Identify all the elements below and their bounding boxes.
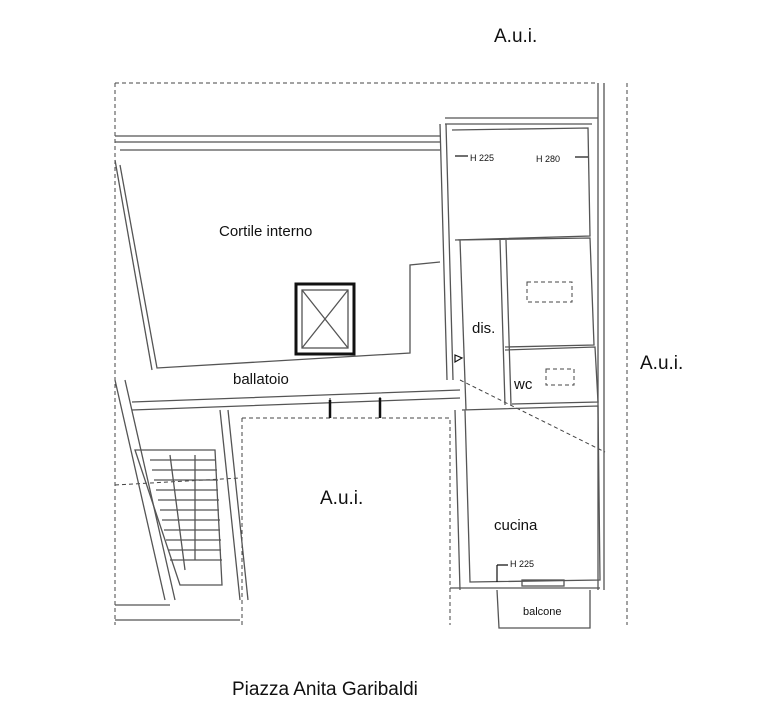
height-bedroom-right: H 280 xyxy=(536,154,560,164)
street-label: Piazza Anita Garibaldi xyxy=(232,679,418,700)
stair-steps xyxy=(150,454,222,571)
height-bedroom-left: H 225 xyxy=(470,153,494,163)
balcony-label: balcone xyxy=(523,606,562,618)
boundary-lines xyxy=(114,82,628,625)
height-kitchen: H 225 xyxy=(510,559,534,569)
aui-center-label: A.u.i. xyxy=(320,488,363,509)
aui-top-label: A.u.i. xyxy=(494,26,537,47)
bathroom-label: wc xyxy=(513,376,533,393)
walls xyxy=(114,83,605,629)
height-markers xyxy=(455,155,588,582)
walkway-label: ballatoio xyxy=(233,371,289,388)
courtyard-label: Cortile interno xyxy=(219,223,312,240)
aui-right-label: A.u.i. xyxy=(640,353,683,374)
kitchen-label: cucina xyxy=(494,517,538,534)
hallway-label: dis. xyxy=(472,320,495,337)
